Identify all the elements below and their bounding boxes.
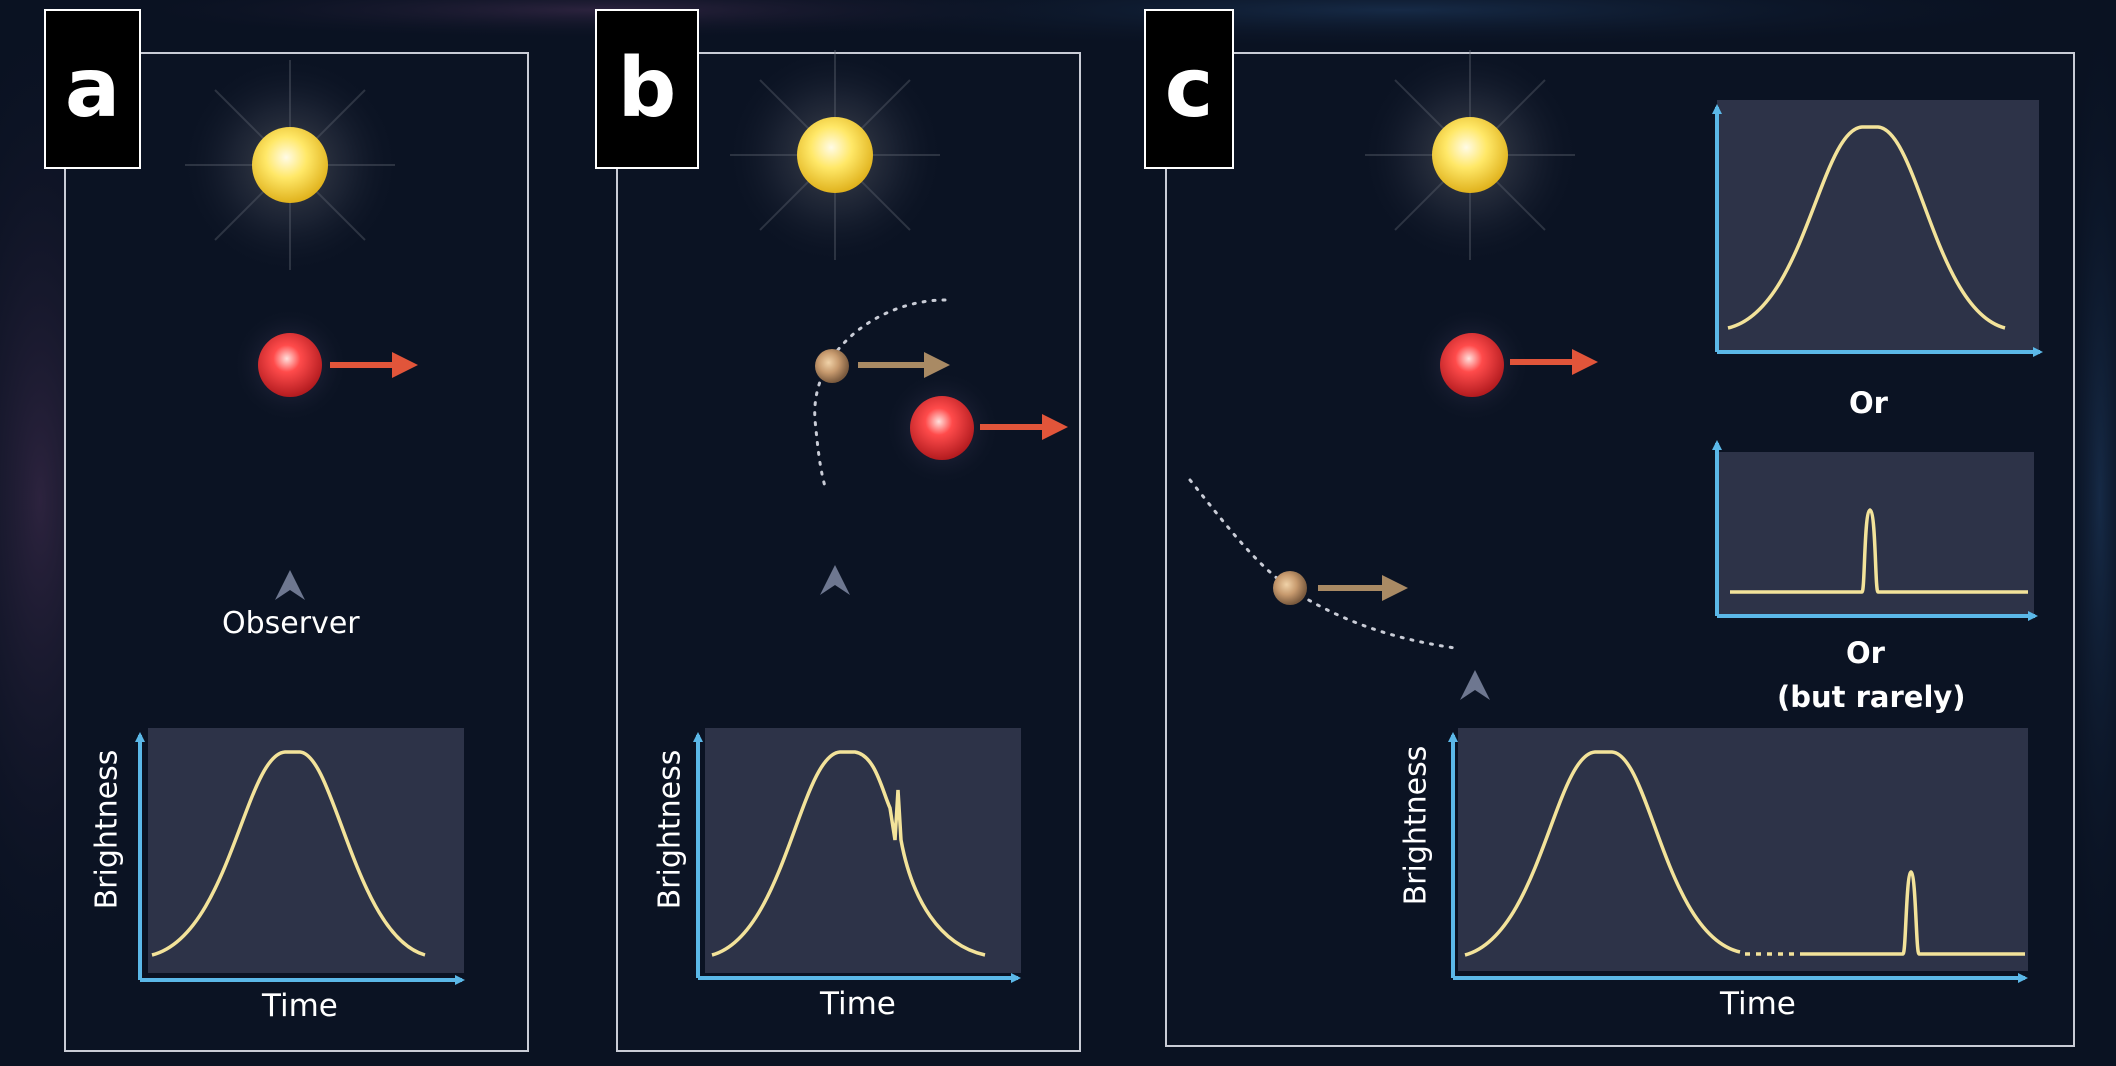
- panel-c-planet-icon: [1273, 571, 1307, 605]
- panel-a-observer-marker-icon: [275, 570, 305, 600]
- panel-c-planet-arrow-icon: [1318, 575, 1408, 601]
- panel-b-planet-icon: [815, 349, 849, 383]
- panel-a-plot-area: [148, 728, 464, 973]
- panel-a-direction-arrow-icon: [330, 352, 418, 378]
- panel-a-axes: [135, 732, 465, 985]
- panel-b-tag: b: [595, 9, 699, 169]
- panel-a-tag: a: [44, 9, 141, 169]
- panel-c-sun-icon: [1365, 50, 1575, 260]
- panel-c-inset2-light-curve: [1730, 508, 2028, 594]
- panel-a-sun-icon: [185, 60, 395, 270]
- panel-a-y-axis-label: Brightness: [89, 749, 125, 910]
- panel-b-direction-arrow-icon: [980, 414, 1068, 440]
- panel-c-inset2-axes: [1712, 440, 2038, 621]
- panel-a-red-star-lens-icon: [235, 310, 345, 420]
- panel-b-observer-marker-icon: [820, 565, 850, 595]
- panel-b-sun-icon: [730, 50, 940, 260]
- panel-c-main-light-curve-b: [1800, 870, 2025, 956]
- panel-c-y-axis-label: Brightness: [1398, 745, 1434, 906]
- panel-a-light-curve: [151, 750, 426, 957]
- panel-a-x-axis-label: Time: [262, 988, 338, 1024]
- panel-c-tag: c: [1144, 9, 1234, 169]
- panel-c-or-label-1: Or: [1849, 386, 1888, 420]
- panel-b-planet-arrow-icon: [858, 352, 950, 378]
- panel-c-or-label-2: Or: [1846, 636, 1885, 670]
- panel-c-inset1-axes: [1712, 104, 2043, 357]
- panel-b-x-axis-label: Time: [820, 986, 896, 1022]
- panel-a-observer-label: Observer: [222, 606, 360, 641]
- panel-c-red-star-lens-icon: [1417, 310, 1527, 420]
- panel-c-inset1-plot-area: [1717, 100, 2039, 352]
- panel-c-x-axis-label: Time: [1720, 986, 1796, 1022]
- panel-b-planet-orbit: [813, 298, 947, 492]
- panel-b-light-curve: [711, 750, 986, 957]
- panel-c-inset1-light-curve: [1727, 125, 2006, 330]
- panel-c-planet-orbit: [1188, 478, 1457, 650]
- panel-c-rarely-label: (but rarely): [1777, 680, 1966, 714]
- panel-c-main-plot-area: [1458, 728, 2028, 971]
- panel-b-axes: [693, 732, 1021, 983]
- panel-c-main-axes: [1448, 732, 2028, 983]
- panel-b-red-star-lens-icon: [887, 373, 997, 483]
- panel-b-y-axis-label: Brightness: [652, 749, 688, 910]
- panel-c-observer-marker-icon: [1460, 670, 1490, 700]
- panel-b-plot-area: [705, 728, 1021, 973]
- panel-c-direction-arrow-icon: [1510, 349, 1598, 375]
- panel-c-main-light-curve-a: [1464, 750, 1741, 957]
